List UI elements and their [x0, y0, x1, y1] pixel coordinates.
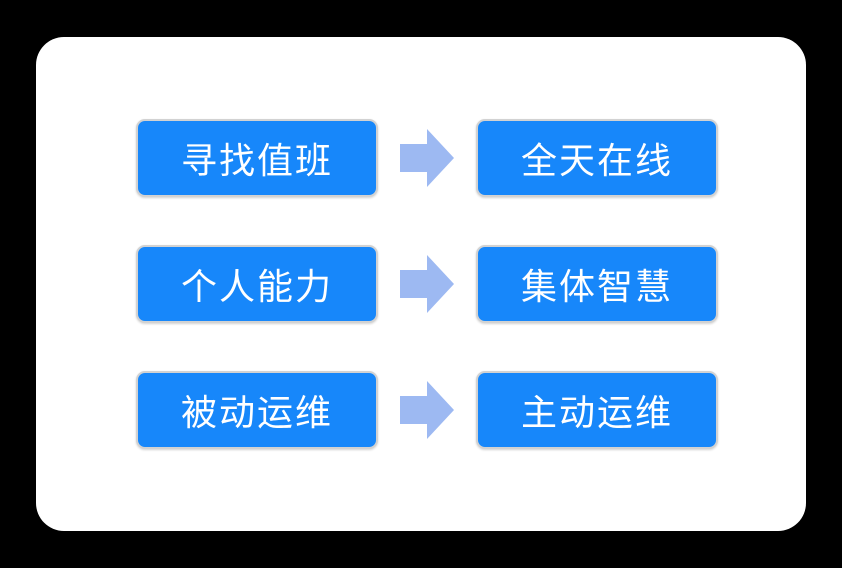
- diagram-row: 个人能力 集体智慧: [136, 245, 718, 323]
- source-box: 个人能力: [136, 245, 378, 323]
- right-block-arrow-icon: [400, 255, 454, 313]
- diagram-row: 寻找值班 全天在线: [136, 119, 718, 197]
- source-box: 被动运维: [136, 371, 378, 449]
- target-box: 集体智慧: [476, 245, 718, 323]
- target-box: 全天在线: [476, 119, 718, 197]
- source-box: 寻找值班: [136, 119, 378, 197]
- right-block-arrow-icon: [400, 129, 454, 187]
- right-block-arrow-icon: [400, 381, 454, 439]
- target-box: 主动运维: [476, 371, 718, 449]
- diagram-row: 被动运维 主动运维: [136, 371, 718, 449]
- diagram-card: 寻找值班 全天在线 个人能力 集体智慧 被动运维: [36, 37, 806, 531]
